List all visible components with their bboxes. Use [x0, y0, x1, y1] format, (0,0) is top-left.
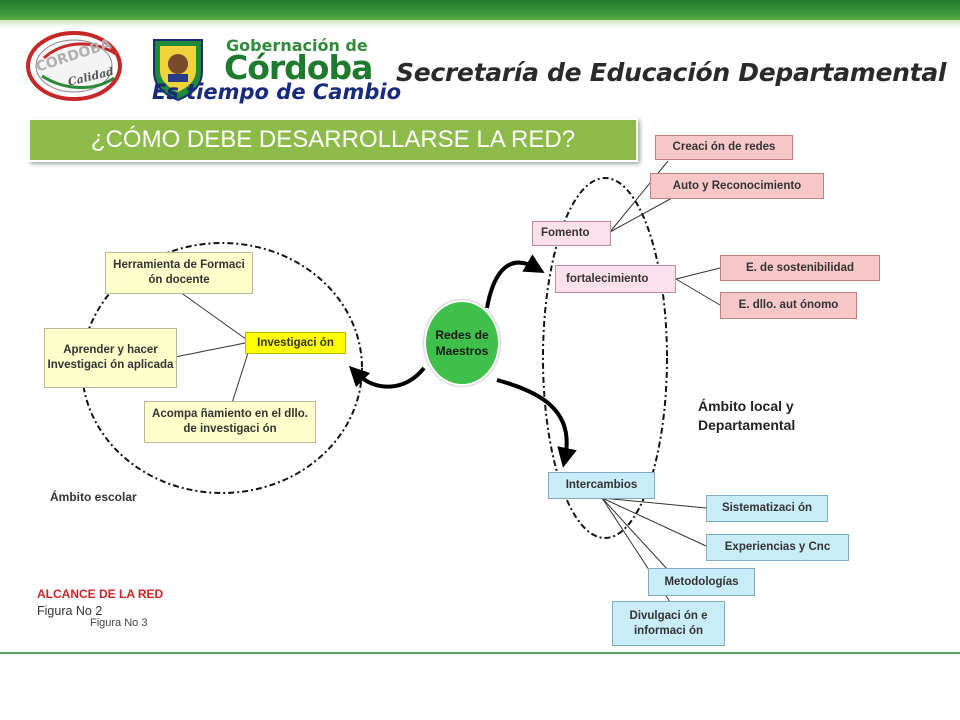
arrow-to-fomento — [485, 254, 545, 309]
node-fomento: Fomento — [532, 221, 611, 246]
bottom-divider — [0, 652, 960, 654]
node-sistematizacion: Sistematizaci ón — [706, 495, 828, 522]
arrow-to-investigacion — [348, 365, 426, 389]
label-ambito-local: Ámbito local y Departamental — [698, 398, 796, 433]
node-intercambios: Intercambios — [548, 472, 655, 499]
node-aprender: Aprender y hacer Investigaci ón aplicada — [44, 328, 177, 388]
node-experiencias: Experiencias y Cnc — [706, 534, 849, 561]
gov-line-2: Córdoba — [224, 48, 373, 87]
top-green-bar — [0, 0, 960, 28]
cordoba-calidad-seal-logo: CÓRDOBA Calidad — [26, 31, 122, 101]
node-auto-reconocimiento: Auto y Reconocimiento — [650, 173, 824, 199]
arrow-to-intercambios — [496, 378, 577, 468]
node-creacion-redes: Creaci ón de redes — [655, 135, 793, 160]
cordoba-shield-logo — [153, 39, 203, 102]
figure-label-3: Figura No 3 — [90, 617, 148, 629]
secretaria-title: Secretaría de Educación Departamental — [396, 58, 947, 87]
gov-line-1: Gobernación de — [226, 36, 368, 55]
center-node-redes-de-maestros: Redes de Maestros — [424, 300, 500, 386]
node-acompanamiento: Acompa ñamiento en el dllo. de investiga… — [144, 401, 316, 443]
node-investigacion: Investigaci ón — [245, 332, 346, 354]
node-herramienta: Herramienta de Formaci ón docente — [105, 252, 253, 294]
node-divulgacion: Divulgaci ón e informaci ón — [612, 601, 725, 646]
label-ambito-escolar: Ámbito escolar — [50, 490, 137, 504]
node-fortalecimiento: fortalecimiento — [555, 265, 676, 293]
alcance-label: ALCANCE DE LA RED — [37, 587, 164, 601]
node-autonomo: E. dllo. aut ónomo — [720, 292, 857, 319]
ambito-local-boundary — [542, 177, 668, 539]
node-sostenibilidad: E. de sostenibilidad — [720, 255, 880, 281]
page-title: ¿CÓMO DEBE DESARROLLARSE LA RED? — [28, 118, 638, 162]
figure-label-2: Figura No 2 — [37, 604, 103, 618]
gov-slogan: Es tiempo de Cambio — [152, 80, 401, 104]
node-metodologias: Metodologías — [648, 568, 755, 596]
